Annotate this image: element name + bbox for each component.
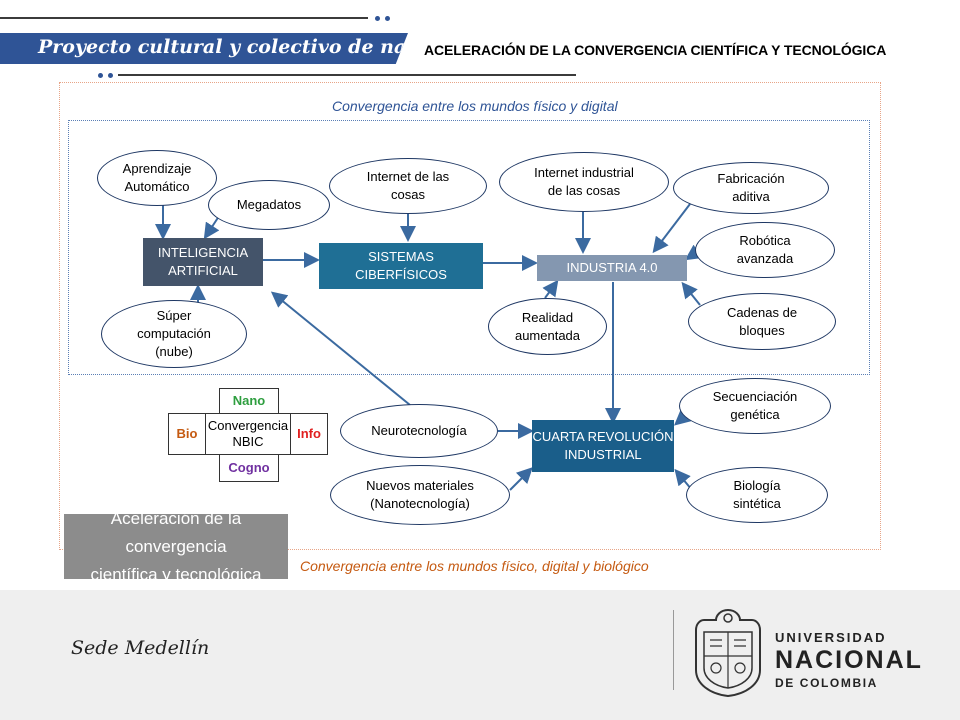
header-dot [385, 16, 390, 21]
sede-label: Sede Medellín [71, 637, 210, 659]
header-rule-bottom [118, 74, 576, 76]
header-dot [108, 73, 113, 78]
node-robotica-avanzada: Robótica avanzada [695, 222, 835, 278]
node-internet-industrial: Internet industrial de las cosas [499, 152, 669, 212]
node-neurotecnologia: Neurotecnología [340, 404, 498, 458]
caption-physical-digital: Convergencia entre los mundos físico y d… [332, 98, 618, 114]
header-banner: Proyecto cultural y colectivo de nación [0, 33, 408, 64]
nbic-cogno: Cogno [219, 454, 279, 482]
node-biologia-sintetica: Biología sintética [686, 467, 828, 523]
inner-frame [68, 120, 870, 375]
slide-title: ACELERACIÓN DE LA CONVERGENCIA CIENTÍFIC… [424, 42, 887, 58]
caption-physical-digital-biological: Convergencia entre los mundos físico, di… [300, 558, 649, 574]
node-fabricacion-aditiva: Fabricación aditiva [673, 162, 829, 214]
node-inteligencia-artificial: INTELIGENCIA ARTIFICIAL [143, 238, 263, 286]
node-secuenciacion-genetica: Secuenciación genética [679, 378, 831, 434]
node-cuarta-revolucion-industrial: CUARTA REVOLUCIÓN INDUSTRIAL [532, 420, 674, 472]
university-crest-icon [695, 608, 761, 698]
node-super-computacion: Súper computación (nube) [101, 300, 247, 368]
header-rule-top [0, 17, 368, 19]
university-name-line2: NACIONAL [775, 646, 923, 674]
node-internet-de-las-cosas: Internet de las cosas [329, 158, 487, 214]
node-industria-4-0: INDUSTRIA 4.0 [537, 255, 687, 281]
footer-divider [673, 610, 674, 690]
node-realidad-aumentada: Realidad aumentada [488, 298, 607, 355]
nbic-nano: Nano [219, 388, 279, 414]
node-cadenas-de-bloques: Cadenas de bloques [688, 293, 836, 350]
university-name-line1: UNIVERSIDAD [775, 630, 887, 645]
footer [0, 590, 960, 720]
nbic-convergencia: Convergencia NBIC [205, 413, 291, 455]
outer-frame [59, 82, 881, 550]
node-aprendizaje-automatico: Aprendizaje Automático [97, 150, 217, 206]
university-name-line3: DE COLOMBIA [775, 676, 878, 690]
nbic-bio: Bio [168, 413, 206, 455]
node-nuevos-materiales: Nuevos materiales (Nanotecnología) [330, 465, 510, 525]
nbic-info: Info [290, 413, 328, 455]
header-dot [98, 73, 103, 78]
node-megadatos: Megadatos [208, 180, 330, 230]
node-sistemas-ciberfisicos: SISTEMAS CIBERFÍSICOS [319, 243, 483, 289]
acceleration-label: Aceleración de la convergencia científic… [64, 509, 288, 584]
header-dot [375, 16, 380, 21]
banner-text: Proyecto cultural y colectivo de nación [38, 36, 452, 58]
